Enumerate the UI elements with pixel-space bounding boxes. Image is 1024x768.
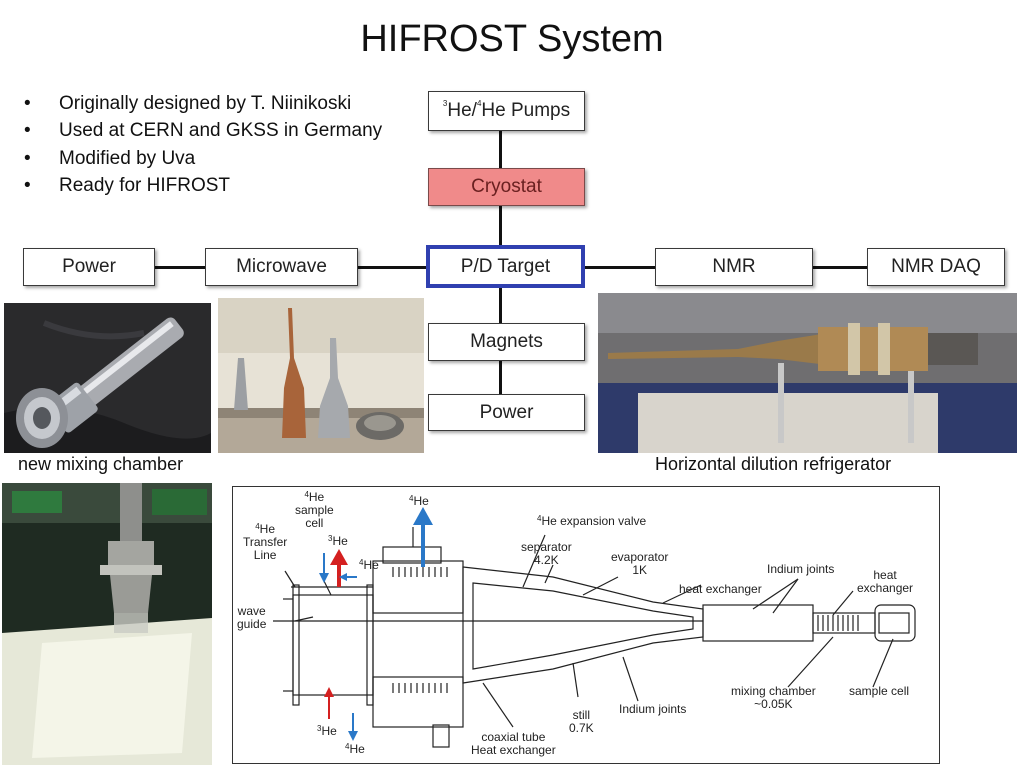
label-he3-top: 3He [328, 534, 348, 548]
nmr-daq-box: NMR DAQ [867, 248, 1005, 286]
he4-bottom-arrow [348, 713, 358, 741]
he4-sample-arrow [319, 553, 329, 583]
bullet-item: •Ready for HIFROST [24, 175, 231, 197]
label-he4-bottom: 4He [345, 742, 365, 756]
pumps-label: 3He/4He Pumps [442, 99, 571, 122]
label-indium-joints-bottom: Indium joints [619, 702, 687, 716]
vertical-setup-photo [2, 483, 212, 765]
magnets-box: Magnets [428, 323, 585, 361]
he3-top-arrow [330, 549, 348, 587]
target-box: P/D Target [426, 245, 585, 288]
bullet-text: Originally designed by T. Niinikoski [59, 93, 352, 114]
power-box-bottom: Power [428, 394, 585, 431]
pumps-box: 3He/4He Pumps [428, 91, 585, 131]
power-box-left: Power [23, 248, 155, 286]
mixing-chamber-photo [4, 303, 211, 453]
microwave-box: Microwave [205, 248, 358, 286]
schematic-drawing [273, 507, 916, 748]
label-he4-top: 4He [409, 494, 429, 508]
bullet-item: •Modified by Uva [24, 147, 196, 169]
label-heat-exchanger: heat exchanger [679, 582, 762, 596]
label-he3-bottom: 3He [317, 724, 337, 738]
bullet-text: Ready for HIFROST [59, 175, 231, 197]
label-expansion-valve: 4He expansion valve [537, 514, 647, 528]
he3-bottom-arrow [324, 687, 334, 719]
label-indium-joints-top: Indium joints [767, 562, 835, 576]
bullet-text: Modified by Uva [59, 147, 196, 169]
label-he4-mid: 4He [359, 558, 379, 572]
refrigerator-photo [598, 293, 1017, 453]
caption-mixing-chamber: new mixing chamber [18, 454, 184, 474]
label-mixing-chamber: mixing chamber~0.05K [731, 684, 816, 711]
caption-refrigerator: Horizontal dilution refrigerator [655, 454, 892, 474]
bullet-item: •Originally designed by T. Niinikoski [24, 93, 352, 114]
he4-top-arrow [413, 507, 433, 567]
bullet-item: •Used at CERN and GKSS in Germany [24, 120, 383, 142]
page-title: HIFROST System [360, 18, 664, 60]
nmr-box: NMR [655, 248, 813, 286]
label-sample-cell-right: sample cell [849, 684, 910, 698]
bullet-list: •Originally designed by T. Niinikoski •U… [24, 90, 382, 200]
components-photo [218, 298, 424, 453]
cryostat-box: Cryostat [428, 168, 585, 206]
bullet-text: Used at CERN and GKSS in Germany [59, 120, 383, 142]
he4-mid-arrow [339, 573, 357, 581]
